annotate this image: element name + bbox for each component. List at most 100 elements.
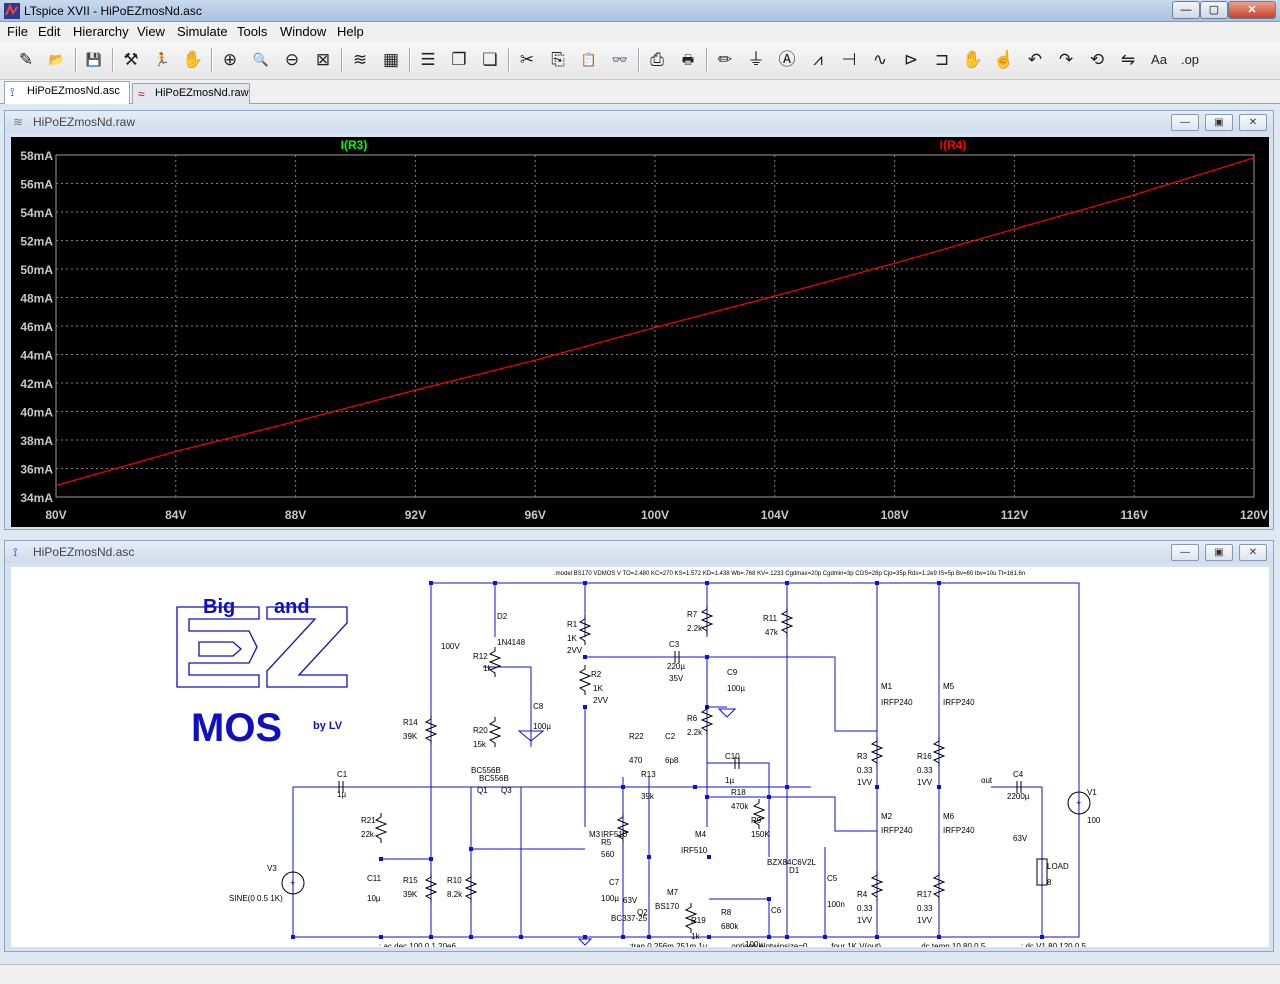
new-schematic-icon[interactable]: ✎ — [18, 50, 34, 69]
inductor-icon[interactable]: ∿ — [872, 50, 888, 69]
drag-icon[interactable]: ☝ — [993, 50, 1015, 69]
menu-edit[interactable]: Edit — [38, 24, 61, 39]
view-grid-icon[interactable]: ▦ — [382, 50, 400, 69]
cascade-icon[interactable]: ❐ — [451, 50, 467, 69]
tab-schematic[interactable]: ⟟ HiPoEZmosNd.asc — [4, 81, 130, 104]
resistor-symbol[interactable] — [780, 607, 794, 637]
run-icon[interactable]: 🏃 — [153, 52, 171, 67]
voltage-source-symbol[interactable] — [281, 871, 305, 895]
copy-icon[interactable]: ⎘ — [551, 50, 565, 69]
pan-icon[interactable]: 🔍 — [252, 52, 270, 67]
waveform-close-button[interactable]: ✕ — [1239, 114, 1267, 131]
resistor-symbol[interactable] — [578, 615, 592, 645]
schematic-minimize-button[interactable]: — — [1171, 544, 1199, 561]
menu-help[interactable]: Help — [337, 24, 364, 39]
spice-directive[interactable]: ;.ac dec 100 0.1 20e6 — [379, 942, 457, 951]
component-label: 39K — [403, 732, 418, 741]
menu-tools[interactable]: Tools — [237, 24, 268, 39]
open-folder-icon[interactable]: 📂 — [48, 52, 66, 67]
zoom-fit-icon[interactable]: ⊠ — [315, 50, 331, 69]
rotate-icon[interactable]: ⟲ — [1089, 50, 1105, 69]
legend-entry[interactable]: I(R3) — [341, 138, 368, 152]
window-title-bar[interactable]: LTspice XVII - HiPoEZmosNd.asc — ▢ ✕ — [0, 0, 1280, 22]
resistor-symbol[interactable] — [870, 871, 884, 901]
resistor-symbol[interactable] — [932, 737, 946, 767]
draw-wire-icon[interactable]: ✏ — [717, 50, 733, 69]
zoom-in-icon[interactable]: ⊕ — [222, 50, 238, 69]
tab-waveform[interactable]: ≈ HiPoEZmosNd.raw — [132, 83, 250, 104]
control-panel-icon[interactable]: ⚒ — [123, 50, 139, 69]
menu-hierarchy[interactable]: Hierarchy — [73, 24, 129, 39]
resistor-symbol[interactable] — [752, 799, 766, 829]
spice-directive[interactable]: .dc temp 10 80 0.5 — [919, 942, 986, 951]
waveform-window-title: HiPoEZmosNd.raw — [33, 115, 136, 129]
ground-icon[interactable]: ⏚ — [747, 50, 765, 69]
redo-icon[interactable]: ↷ — [1058, 50, 1074, 69]
resistor-symbol[interactable] — [424, 715, 438, 745]
resistor-symbol[interactable] — [488, 717, 502, 747]
resistor-symbol[interactable] — [424, 873, 438, 903]
find-icon[interactable]: 👓 — [611, 52, 629, 67]
x-tick-label: 80V — [45, 508, 66, 522]
component-label: 100µ — [727, 684, 745, 693]
wire — [707, 762, 770, 857]
schematic-window-title-bar[interactable]: ⟟ HiPoEZmosNd.asc — ▣ ✕ — [5, 541, 1273, 563]
halt-icon[interactable]: ✋ — [182, 50, 204, 69]
resistor-symbol[interactable] — [464, 873, 478, 903]
capacitor-icon[interactable]: ⊣ — [841, 50, 857, 69]
resistor-symbol[interactable] — [578, 665, 592, 695]
resistor-symbol[interactable] — [684, 903, 698, 933]
component-icon[interactable]: ⊐ — [934, 50, 950, 69]
move-icon[interactable]: ✋ — [962, 50, 984, 69]
tile-horizontal-icon[interactable]: ☰ — [420, 50, 436, 69]
load-resistor-symbol[interactable] — [1036, 858, 1048, 886]
component-label: R21 — [361, 816, 376, 825]
menu-view[interactable]: View — [137, 24, 165, 39]
resistor-symbol[interactable] — [374, 813, 388, 843]
menu-window[interactable]: Window — [280, 24, 327, 39]
component-label: R13 — [641, 770, 656, 779]
resistor-symbol[interactable] — [700, 705, 714, 735]
waveform-minimize-button[interactable]: — — [1171, 114, 1199, 131]
print-icon[interactable]: 🖶 — [681, 52, 695, 67]
schematic-close-button[interactable]: ✕ — [1239, 544, 1267, 561]
component-label: R17 — [917, 890, 932, 899]
minimize-button[interactable]: — — [1172, 1, 1200, 19]
diode-icon[interactable]: ⊳ — [903, 50, 919, 69]
waveform-maximize-button[interactable]: ▣ — [1205, 114, 1233, 131]
label-net-icon[interactable]: Ⓐ — [778, 50, 796, 69]
component-label: 100µ — [745, 940, 763, 947]
mirror-icon[interactable]: ⇋ — [1120, 50, 1136, 69]
schematic-maximize-button[interactable]: ▣ — [1205, 544, 1233, 561]
text-icon[interactable]: Aa — [1151, 52, 1167, 67]
voltage-source-symbol[interactable] — [1067, 791, 1091, 815]
spice-directive[interactable]: ;.dc V1 80 120 0.5 — [1021, 942, 1086, 951]
maximize-button[interactable]: ▢ — [1200, 1, 1228, 19]
resistor-symbol[interactable] — [700, 605, 714, 635]
spice-directive-icon[interactable]: .op — [1180, 52, 1200, 67]
undo-icon[interactable]: ↶ — [1027, 50, 1043, 69]
menu-simulate[interactable]: Simulate — [177, 24, 228, 39]
spice-directive[interactable]: .four 1K V(out) — [829, 942, 881, 951]
resistor-symbol[interactable] — [932, 871, 946, 901]
autorange-icon[interactable]: ≋ — [352, 50, 368, 69]
waveform-window-title-bar[interactable]: ≋ HiPoEZmosNd.raw — ▣ ✕ — [5, 111, 1273, 133]
component-label: 2.2k — [687, 728, 703, 737]
tile-vertical-icon[interactable]: ❏ — [482, 50, 498, 69]
cut-icon[interactable]: ✂ — [519, 50, 535, 69]
legend-entry[interactable]: I(R4) — [940, 138, 967, 152]
save-icon[interactable]: 💾 — [85, 52, 103, 67]
spice-directive[interactable]: .options plotwinsize=0 — [729, 942, 808, 951]
zoom-out-icon[interactable]: ⊖ — [284, 50, 300, 69]
menu-file[interactable]: File — [7, 24, 28, 39]
print-setup-icon[interactable]: ⎙ — [650, 50, 664, 69]
resistor-symbol[interactable] — [616, 813, 630, 843]
resistor-symbol[interactable] — [870, 737, 884, 767]
paste-icon[interactable]: 📋 — [580, 52, 598, 67]
close-button[interactable]: ✕ — [1228, 1, 1276, 19]
resistor-symbol[interactable] — [488, 647, 502, 677]
resistor-icon[interactable]: ⩘ — [813, 50, 823, 69]
spice-directive[interactable]: ;tran 0 256m 251m 1µ — [629, 942, 708, 951]
